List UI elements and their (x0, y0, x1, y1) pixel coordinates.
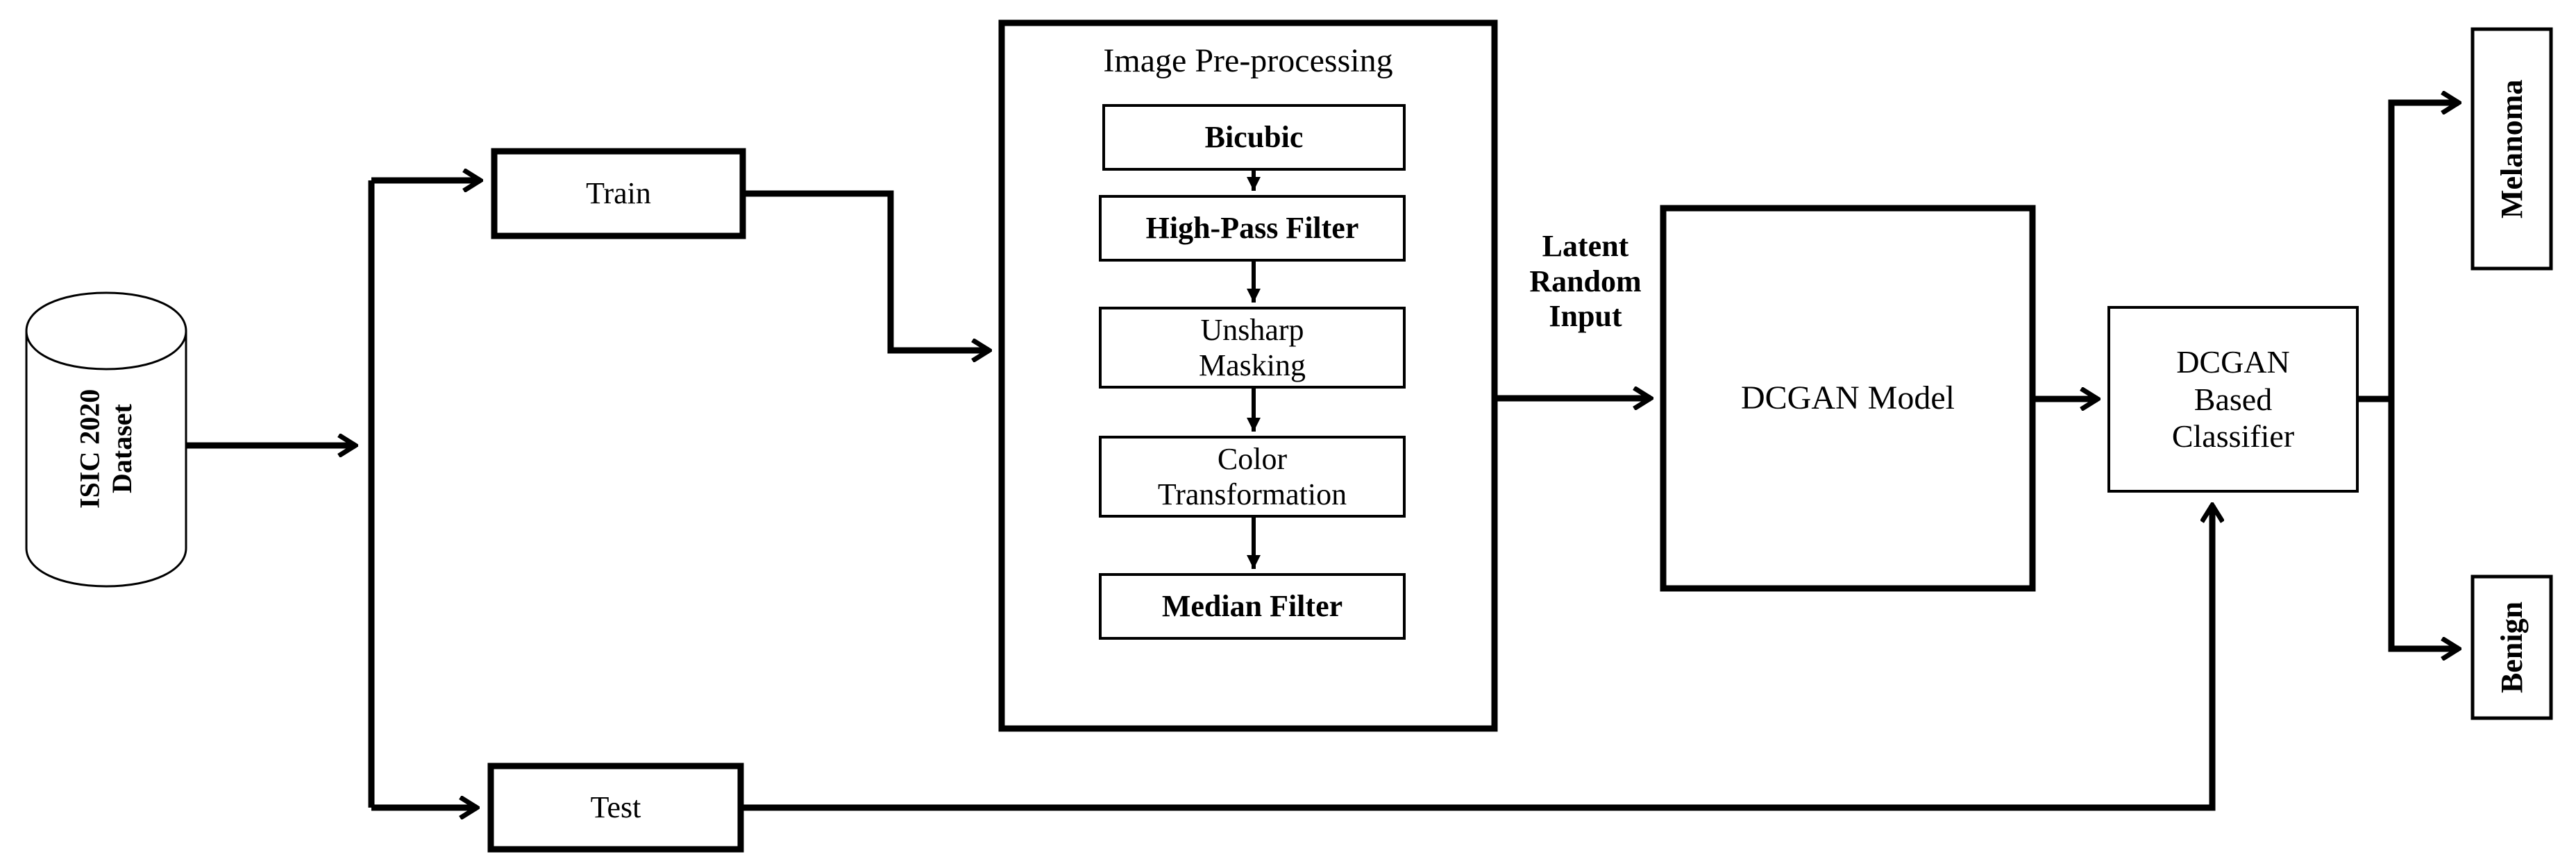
edge-classifier-to-benign (2388, 399, 2459, 649)
preprocessing-node[interactable] (1002, 23, 1495, 99)
dataset-node[interactable] (26, 293, 186, 586)
step-unsharp-masking-node[interactable] (1100, 308, 1404, 387)
step-bicubic-node[interactable] (1104, 105, 1404, 169)
classifier-node[interactable] (2109, 307, 2357, 491)
melanoma-node[interactable] (2473, 29, 2551, 269)
dataset-cylinder-shape[interactable] (25, 291, 187, 588)
classifier-box-shape[interactable] (2107, 306, 2359, 493)
melanoma-box-shape[interactable] (2470, 27, 2553, 271)
test-node[interactable] (491, 766, 741, 849)
train-node[interactable] (494, 151, 743, 236)
step-median-filter-node[interactable] (1100, 575, 1404, 638)
step-median-filter-shape[interactable] (1099, 573, 1406, 640)
step-unsharp-masking-shape[interactable] (1099, 307, 1406, 389)
benign-box-shape[interactable] (2470, 575, 2553, 720)
step-high-pass-filter-shape[interactable] (1099, 195, 1406, 262)
latent-random-input-label: Latent Random Input (1529, 229, 1642, 334)
step-color-transformation-shape[interactable] (1099, 436, 1406, 518)
step-bicubic-shape[interactable] (1102, 104, 1406, 171)
step-color-transformation-node[interactable] (1100, 437, 1404, 516)
benign-node[interactable] (2473, 577, 2551, 718)
train-box-shape[interactable] (491, 148, 746, 239)
test-box-shape[interactable] (487, 763, 744, 853)
step-high-pass-filter-node[interactable] (1100, 196, 1404, 260)
dcgan-model-node[interactable] (1663, 208, 2032, 588)
edge-classifier-to-melanoma (2388, 103, 2459, 399)
edge-test-to-classifier (741, 505, 2212, 811)
edge-train-to-preprocessing (743, 190, 989, 350)
